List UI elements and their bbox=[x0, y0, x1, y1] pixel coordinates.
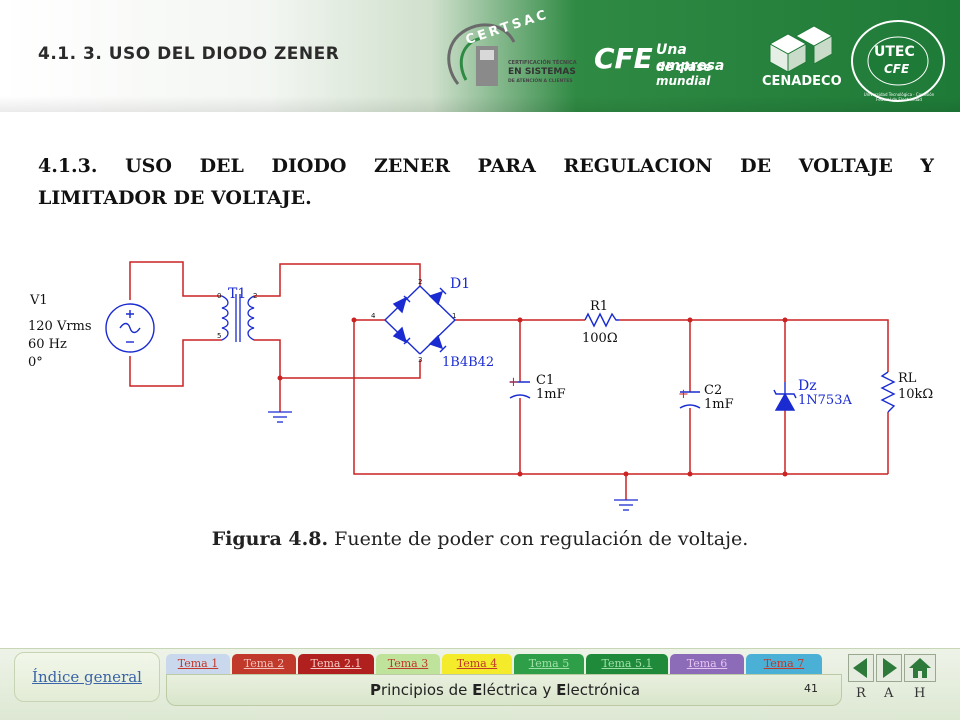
nav-forward-icon bbox=[876, 654, 902, 682]
topic-tabs: Tema 1 Tema 2 Tema 2.1 Tema 3 Tema 4 Tem… bbox=[166, 654, 824, 674]
rl-value: 10kΩ bbox=[898, 387, 933, 402]
tab-tema-4[interactable]: Tema 4 bbox=[442, 654, 512, 674]
tab-tema-6[interactable]: Tema 6 bbox=[670, 654, 744, 674]
utec-seal-icon bbox=[851, 20, 945, 102]
tab-tema-3[interactable]: Tema 3 bbox=[376, 654, 440, 674]
c2-plus: + bbox=[678, 387, 689, 402]
tab-tema-5-1[interactable]: Tema 5.1 bbox=[586, 654, 668, 674]
section-heading-line-1: 4.1.3. USO DEL DIODO ZENER PARA REGULACI… bbox=[38, 155, 934, 177]
rl-name: RL bbox=[898, 371, 917, 386]
cenadeco-name: CENADECO bbox=[762, 74, 842, 89]
utec-ring-text: Universidad Tecnológica · Comisión Feder… bbox=[863, 92, 935, 102]
circuit-junctions bbox=[277, 317, 788, 477]
certsac-logo: CERTSAC CERTIFICACIÓN TÉCNICA EN SISTEMA… bbox=[436, 7, 586, 100]
subject-box: Principios de Eléctrica y Electrónica bbox=[166, 674, 842, 706]
certsac-emblem-icon bbox=[447, 23, 516, 86]
index-general-link[interactable]: Índice general bbox=[32, 668, 142, 686]
resistor-rl-icon bbox=[880, 371, 896, 413]
home-icon bbox=[904, 654, 936, 682]
subject-text-2: léctrica y bbox=[482, 681, 557, 699]
capacitor-c2-icon bbox=[679, 391, 701, 409]
dz-part: 1N753A bbox=[798, 393, 852, 408]
d1-pin-3: 3 bbox=[418, 356, 422, 364]
nav-back-button[interactable] bbox=[848, 654, 874, 682]
tab-tema-7[interactable]: Tema 7 bbox=[746, 654, 822, 674]
section-heading: 4.1.3. USO DEL DIODO ZENER PARA REGULACI… bbox=[38, 150, 934, 214]
d1-name: D1 bbox=[450, 276, 470, 292]
figure-caption: Figura 4.8. Fuente de poder con regulaci… bbox=[0, 528, 960, 550]
d1-pin-2: 2 bbox=[418, 278, 422, 286]
c2-name: C2 bbox=[704, 383, 722, 398]
ground-icon bbox=[614, 499, 638, 511]
cfe-slogan-2: de clase mundial bbox=[656, 60, 712, 88]
nav-forward-button[interactable] bbox=[876, 654, 902, 682]
certsac-line1: CERTIFICACIÓN TÉCNICA bbox=[508, 60, 577, 66]
cfe-mark: CFE bbox=[594, 42, 653, 75]
v1-phase: 0° bbox=[28, 355, 43, 370]
nav-letter-r: R bbox=[856, 686, 866, 701]
c2-value: 1mF bbox=[704, 397, 734, 412]
c1-plus: + bbox=[508, 375, 519, 390]
figure-caption-text: Fuente de poder con regulación de voltaj… bbox=[328, 528, 749, 550]
section-heading-line-2: LIMITADOR DE VOLTAJE. bbox=[38, 187, 312, 209]
t1-name: T1 bbox=[228, 286, 246, 302]
transformer-icon bbox=[221, 294, 255, 342]
subject-initial-e1: E bbox=[472, 681, 483, 699]
ac-source-icon bbox=[105, 303, 155, 353]
zener-diode-icon bbox=[773, 382, 797, 411]
subject-text-3: lectrónica bbox=[566, 681, 641, 699]
circuit-diagram: V1 120 Vrms 60 Hz 0° T1 0 2 5 2 4 1 3 D1… bbox=[28, 261, 933, 511]
c1-name: C1 bbox=[536, 373, 554, 388]
d1-part: 1B4B42 bbox=[442, 355, 494, 370]
t1-pin-5: 5 bbox=[217, 332, 221, 340]
cfe-logo: CFE Una empresa de clase mundial bbox=[594, 40, 754, 88]
subject-text-1: rincipios de bbox=[380, 681, 473, 699]
d1-pin-4: 4 bbox=[371, 312, 376, 320]
page-title: 4.1. 3. USO DEL DIODO ZENER bbox=[38, 44, 340, 64]
capacitor-c1-icon bbox=[509, 381, 531, 399]
t1-pin-0: 0 bbox=[217, 292, 221, 300]
nav-home-button[interactable] bbox=[904, 654, 936, 682]
v1-name: V1 bbox=[29, 293, 48, 308]
r1-value: 100Ω bbox=[582, 331, 618, 346]
v1-voltage: 120 Vrms bbox=[28, 319, 92, 334]
figure-caption-number: Figura 4.8. bbox=[211, 528, 329, 550]
tab-tema-2[interactable]: Tema 2 bbox=[232, 654, 296, 674]
cfe-slogan-1: Una empresa bbox=[656, 42, 725, 74]
utec-mark-2: CFE bbox=[884, 62, 910, 76]
subject-initial-e2: E bbox=[556, 681, 567, 699]
resistor-r1-icon bbox=[584, 312, 619, 328]
header-shadow bbox=[0, 96, 960, 112]
circuit-wires bbox=[129, 261, 889, 500]
utec-logo: UTEC CFE Universidad Tecnológica · Comis… bbox=[848, 18, 948, 104]
v1-frequency: 60 Hz bbox=[28, 337, 67, 352]
cubes-icon bbox=[768, 25, 834, 73]
t1-pin-2: 2 bbox=[253, 292, 257, 300]
nav-back-icon bbox=[848, 654, 874, 682]
d1-pin-1: 1 bbox=[452, 312, 456, 320]
index-box: Índice general bbox=[14, 652, 160, 702]
nav-letter-a: A bbox=[884, 686, 894, 701]
certsac-line3: DE ATENCIÓN A CLIENTES bbox=[508, 79, 573, 84]
course-subject: Principios de Eléctrica y Electrónica bbox=[167, 681, 843, 699]
bridge-rectifier-icon bbox=[384, 285, 456, 355]
tab-tema-2-1[interactable]: Tema 2.1 bbox=[298, 654, 374, 674]
page-number: 41 bbox=[804, 682, 818, 695]
tab-tema-5[interactable]: Tema 5 bbox=[514, 654, 584, 674]
r1-name: R1 bbox=[590, 299, 608, 314]
cenadeco-logo: CENADECO bbox=[762, 22, 842, 98]
nav-letter-h: H bbox=[914, 686, 926, 701]
utec-mark-1: UTEC bbox=[874, 44, 915, 60]
certsac-line2: EN SISTEMAS bbox=[508, 67, 576, 77]
c1-value: 1mF bbox=[536, 387, 566, 402]
tab-tema-1[interactable]: Tema 1 bbox=[166, 654, 230, 674]
subject-initial-p: P bbox=[369, 681, 381, 699]
ground-icon bbox=[268, 411, 292, 423]
dz-name: Dz bbox=[798, 378, 817, 394]
